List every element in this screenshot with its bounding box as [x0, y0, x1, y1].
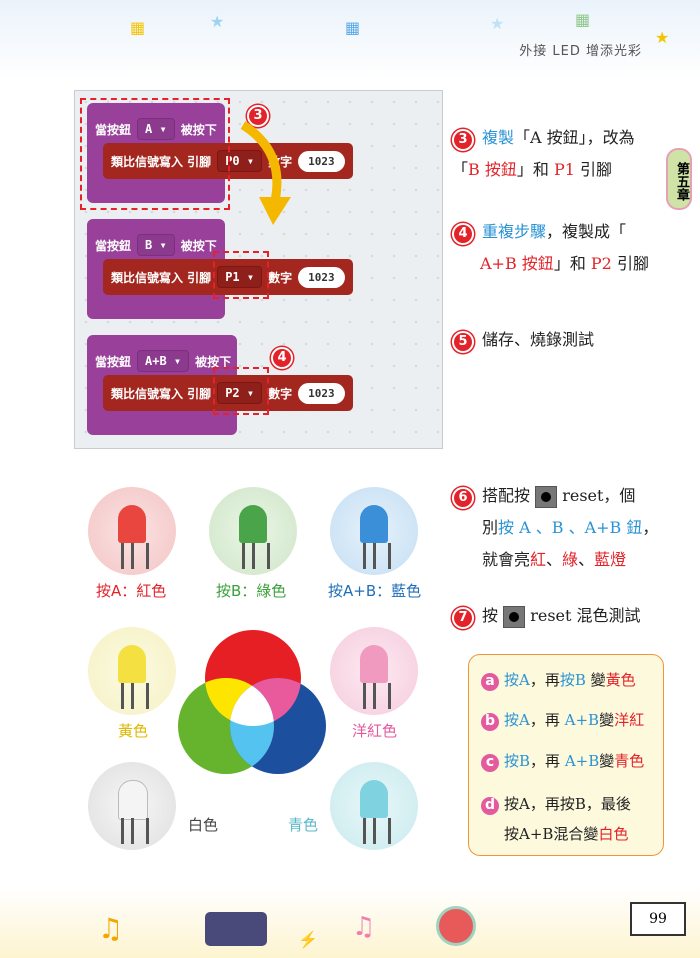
event-suffix: 被按下	[180, 238, 217, 253]
event-label: 當按鈕	[95, 238, 132, 253]
green-led-label: 按B：綠色	[216, 582, 287, 600]
analog-write-block[interactable]: 類比信號寫入 引腳 P2 ▾ 數字 1023	[103, 375, 353, 411]
red-led	[88, 487, 176, 575]
event-suffix: 被按下	[195, 354, 232, 369]
blue-led	[330, 487, 418, 575]
pin-dropdown[interactable]: P2 ▾	[217, 382, 263, 404]
button-dropdown[interactable]: A+B ▾	[137, 350, 190, 372]
button-dropdown[interactable]: B ▾	[137, 234, 175, 256]
music-note-icon: ♫	[352, 912, 376, 942]
page-number: 99	[630, 902, 686, 936]
highlight-box	[213, 251, 269, 299]
cmd-label: 類比信號寫入 引腳	[111, 154, 212, 169]
white-led-label: 白色	[188, 816, 219, 834]
callout-3: 3	[247, 105, 269, 127]
pixel-heart-icon: ▦	[575, 10, 591, 29]
value-input[interactable]: 1023	[298, 382, 345, 404]
magenta-led-label: 洋紅色	[352, 722, 398, 740]
button-ab-block[interactable]: 當按鈕 A+B ▾ 被按下 類比信號寫入 引腳 P2 ▾ 數字 1023	[87, 335, 353, 435]
green-led	[209, 487, 297, 575]
white-led	[88, 762, 176, 850]
star-icon: ★	[490, 14, 505, 33]
num-label: 數字	[268, 386, 293, 401]
reset-button-icon	[503, 605, 526, 628]
blue-led-label: 按A+B：藍色	[328, 582, 422, 600]
num-label: 數字	[268, 270, 293, 285]
analog-write-block[interactable]: 類比信號寫入 引腳 P1 ▾ 數字 1023	[103, 259, 353, 295]
radio-icon	[205, 912, 267, 946]
pixel-heart-icon: ▦	[130, 18, 146, 37]
pixel-heart-icon: ▦	[345, 18, 361, 37]
yellow-led-label: 黃色	[118, 722, 149, 740]
value-input[interactable]: 1023	[298, 266, 345, 288]
magenta-led	[330, 627, 418, 715]
callout-4: 4	[271, 347, 293, 369]
highlight-box	[80, 98, 230, 210]
cmd-label: 類比信號寫入 引腳	[111, 386, 212, 401]
red-led-label: 按A：紅色	[96, 582, 167, 600]
star-icon: ★	[210, 12, 225, 31]
cmd-label: 類比信號寫入 引腳	[111, 270, 212, 285]
footer-band	[0, 888, 700, 958]
highlight-box	[213, 367, 269, 415]
event-suffix: 被按下	[180, 122, 217, 137]
cyan-led-label: 青色	[288, 816, 319, 834]
cyan-led	[330, 762, 418, 850]
pin-dropdown[interactable]: P1 ▾	[217, 266, 263, 288]
arrow-icon	[240, 121, 291, 225]
star-icon: ★	[655, 28, 670, 47]
event-label: 當按鈕	[95, 354, 132, 369]
button-b-block[interactable]: 當按鈕 B ▾ 被按下 類比信號寫入 引腳 P1 ▾ 數字 1023	[87, 219, 353, 319]
music-note-icon: ♫	[98, 912, 124, 945]
value-input[interactable]: 1023	[298, 150, 345, 172]
gauge-icon	[436, 906, 476, 946]
chapter-tab: 第五章	[666, 148, 692, 210]
yellow-led	[88, 627, 176, 715]
header-band	[0, 0, 700, 80]
section-title: 外接 LED 增添光彩	[519, 44, 642, 59]
reset-button-icon	[535, 485, 558, 508]
rgb-venn-diagram	[178, 630, 326, 774]
event-label: 當按鈕	[95, 122, 132, 137]
lightning-icon: ⚡	[298, 930, 318, 949]
button-dropdown[interactable]: A ▾	[137, 118, 175, 140]
